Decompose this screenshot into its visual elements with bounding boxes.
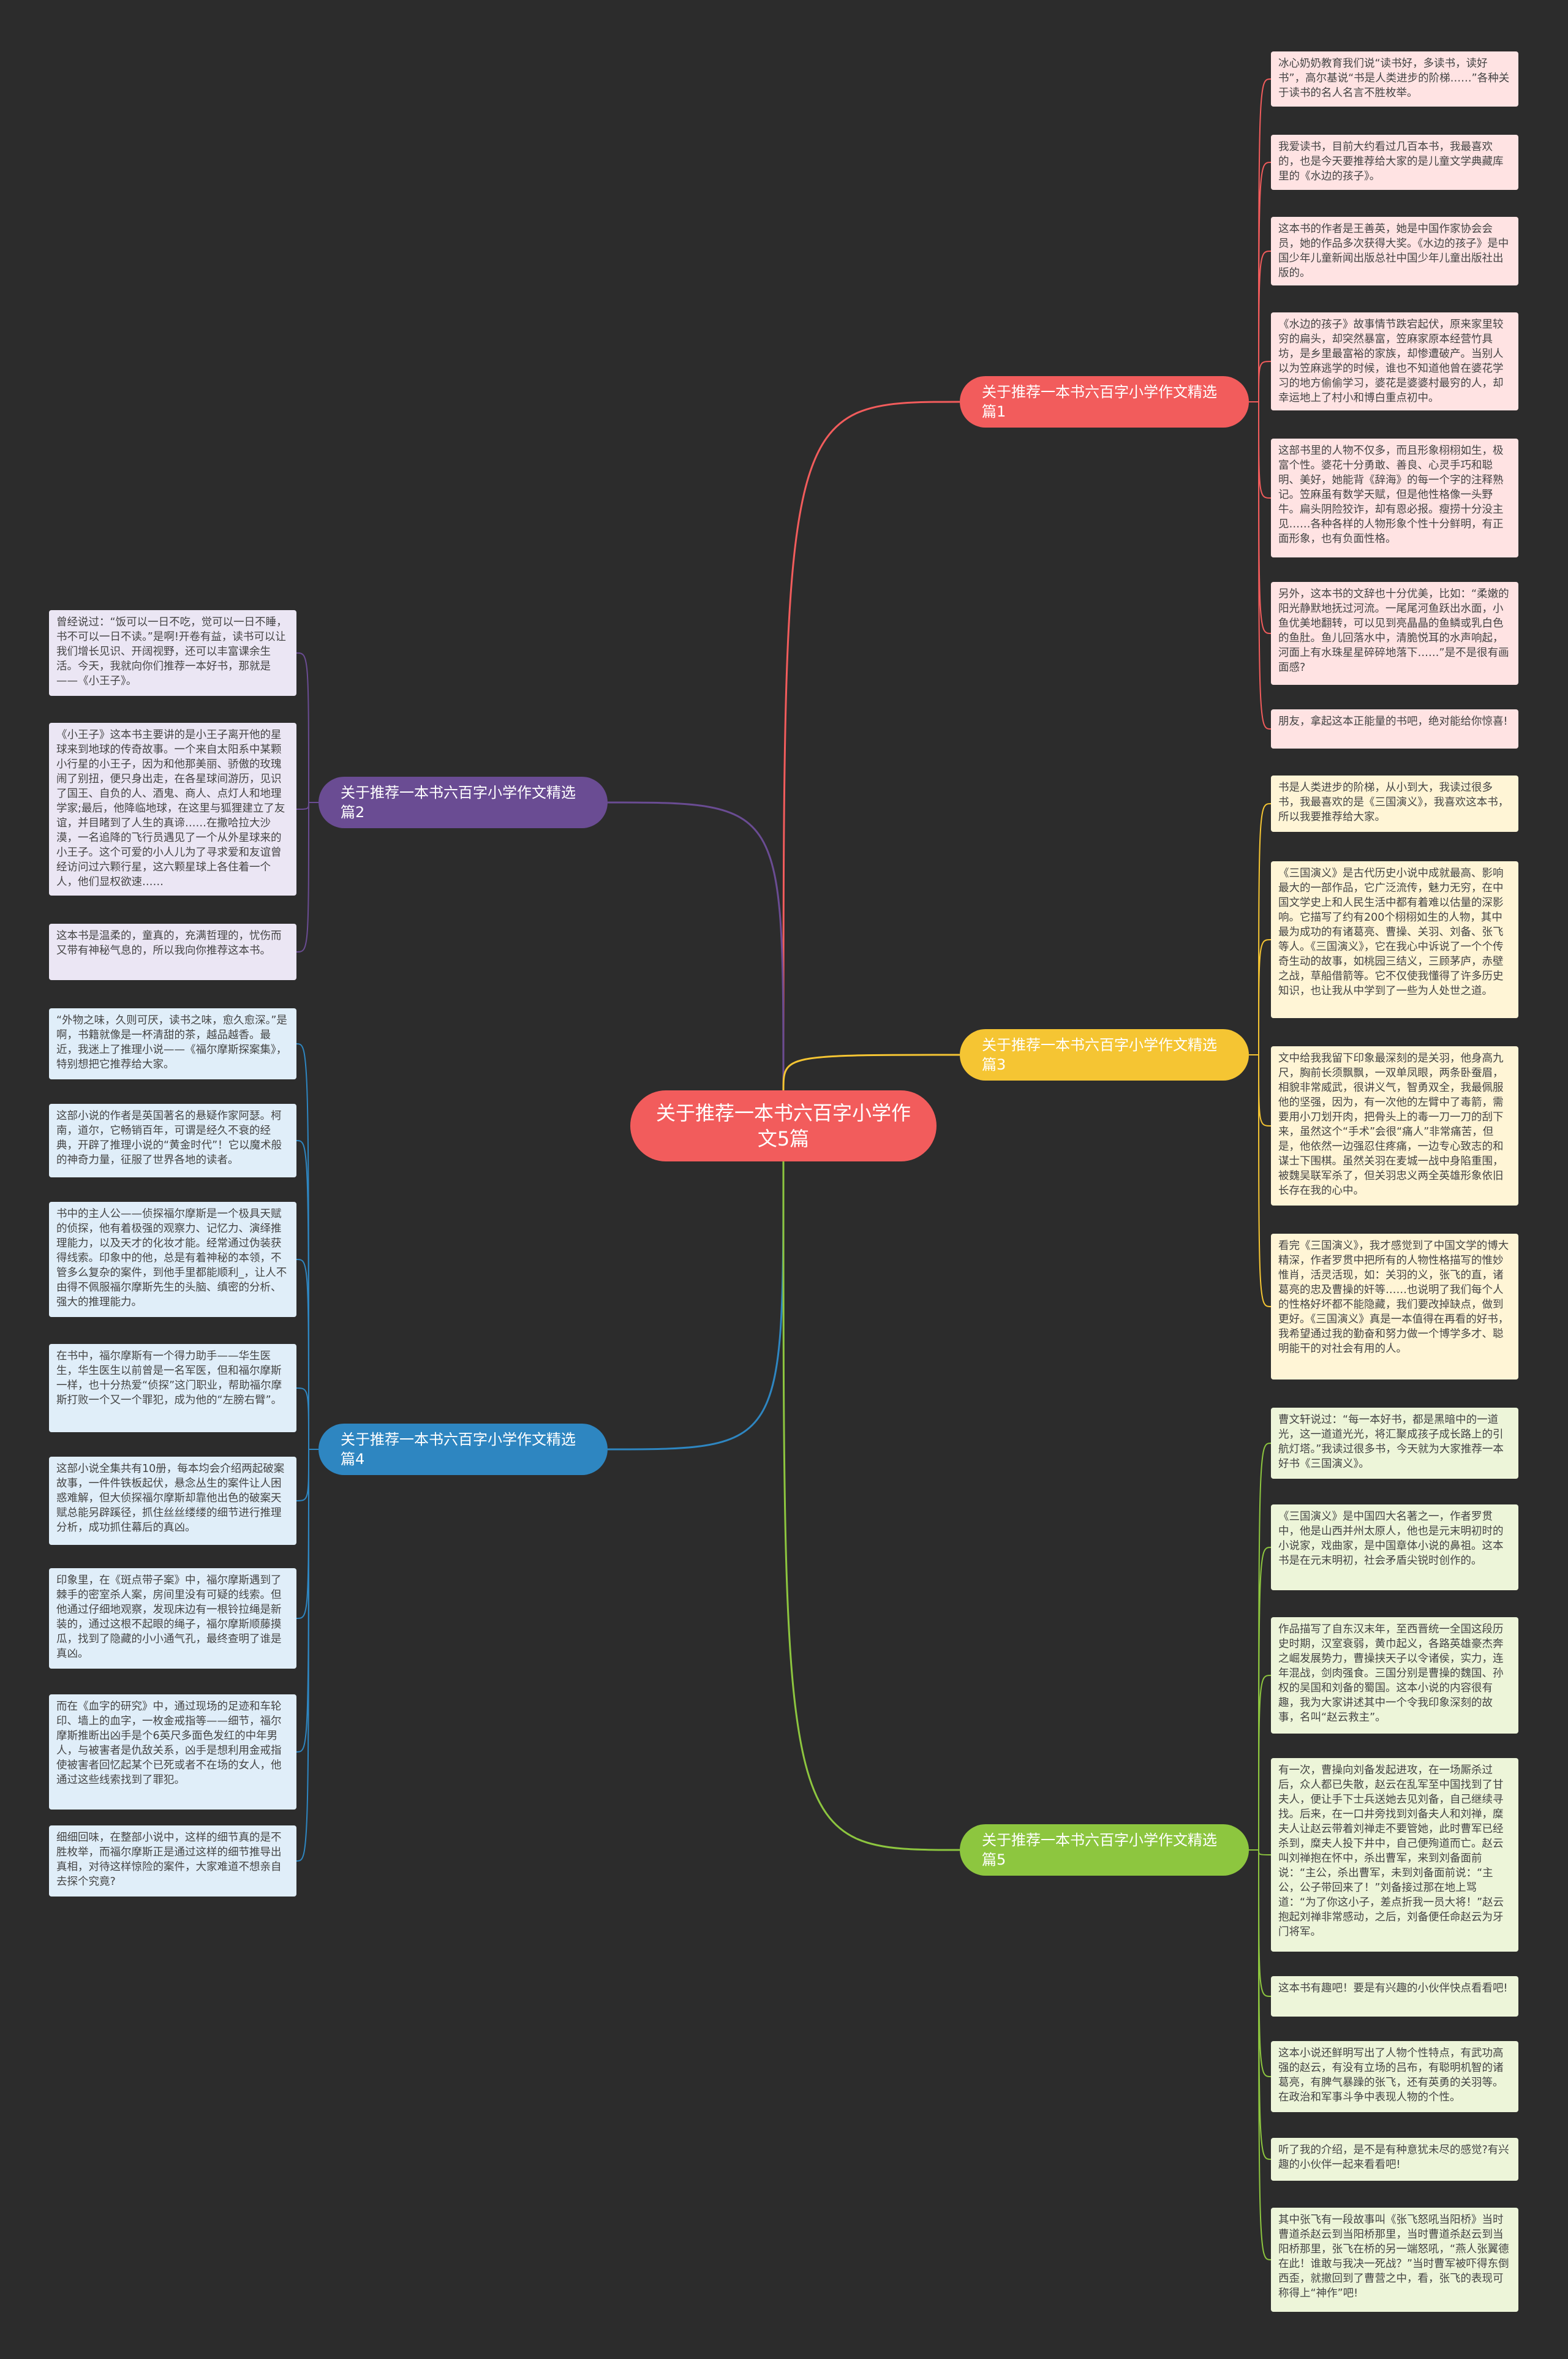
branch-4-leaf: 在书中，福尔摩斯有一个得力助手——华生医生，华生医生以前曾是一名军医，但和福尔摩… [49,1344,296,1432]
branch-5-leaf: 这本书有趣吧！要是有兴趣的小伙伴快点看看吧! [1271,1976,1518,2017]
branch-4-leaf: 而在《血字的研究》中，通过现场的足迹和车轮印、墙上的血字，一枚金戒指等——细节，… [49,1694,296,1810]
branch-2-leaf: 《小王子》这本书主要讲的是小王子离开他的星球来到地球的传奇故事。一个来自太阳系中… [49,723,296,896]
branch-4-topic[interactable]: 关于推荐一本书六百字小学作文精选篇4 [318,1424,608,1475]
leaf-connector [1249,803,1272,1055]
leaf-connector [296,1259,318,1450]
branch-4-leaf: 书中的主人公——侦探福尔摩斯是一个极具天赋的侦探，他有着极强的观察力、记忆力、演… [49,1202,296,1317]
branch-1-leaf: 另外，这本书的文辞也十分优美，比如：“柔嫩的阳光静默地抚过河流。一尾尾河鱼跃出水… [1271,582,1518,685]
leaf-connector [1249,1675,1272,1851]
branch-5-leaf: 有一次，曹操向刘备发起进攻，在一场厮杀过后，众人都已失散，赵云在乱军至中国找到了… [1271,1758,1518,1952]
branch-4-leaf: 这部小说的作者是英国著名的悬疑作家阿瑟。柯南，道尔，它畅销百年，可谓是经久不衰的… [49,1104,296,1177]
branch-3-leaf: 书是人类进步的阶梯，从小到大，我读过很多书，我最喜欢的是《三国演义》，我喜欢这本… [1271,776,1518,832]
branch-2-leaf: 这本书是温柔的，童真的，充满哲理的，忧伤而又带有神秘气息的，所以我向你推荐这本书… [49,924,296,980]
branch-1-leaf: 这部书里的人物不仅多，而且形象栩栩如生，极富个性。婆花十分勇敢、善良、心灵手巧和… [1271,439,1518,557]
branch-2-leaf: 曾经说过：“饭可以一日不吃，觉可以一日不睡，书不可以一日不读。”是啊!开卷有益，… [49,610,296,696]
branch-3-topic[interactable]: 关于推荐一本书六百字小学作文精选篇3 [960,1029,1249,1081]
branch-1-leaf: 《水边的孩子》故事情节跌宕起伏，原来家里较穷的扁头，却突然暴富，笠麻家原本经营竹… [1271,312,1518,410]
branch-5-leaf: 其中张飞有一段故事叫《张飞怒吼当阳桥》当时曹道杀赵云到当阳桥那里，当时曹道杀赵云… [1271,2208,1518,2312]
branch-2-topic[interactable]: 关于推荐一本书六百字小学作文精选篇2 [318,777,608,828]
leaf-connector [1249,401,1272,499]
leaf-connector [1249,1849,1272,1997]
branch-4-leaf: 印象里，在《斑点带子案》中，福尔摩斯遇到了棘手的密室杀人案，房间里没有可疑的线索… [49,1568,296,1669]
leaf-connector [296,1449,318,1619]
branch-1-leaf: 我爱读书，目前大约看过几百本书，我最喜欢的，也是今天要推荐给大家的是儿童文学典藏… [1271,135,1518,190]
leaf-connector [1249,401,1272,730]
branch-1-topic[interactable]: 关于推荐一本书六百字小学作文精选篇1 [960,376,1249,428]
root-topic[interactable]: 关于推荐一本书六百字小学作文5篇 [630,1090,937,1161]
branch-3-leaf: 看完《三国演义》，我才感觉到了中国文学的博大精深，作者罗贯中把所有的人物性格描写… [1271,1234,1518,1380]
leaf-connector [1249,1054,1272,1127]
branch-3-leaf: 文中给我我留下印象最深刻的是关羽，他身高九尺，胸前长须飘飘，一双单凤眼，两条卧蚕… [1271,1046,1518,1206]
branch-connector [782,1161,960,1851]
leaf-connector [1249,361,1272,402]
branch-4-leaf: 这部小说全集共有10册，每本均会介绍两起破案故事，一件件铁板起伏，悬念丛生的案件… [49,1457,296,1545]
branch-5-leaf: 这本小说还鲜明写出了人物个性特点，有武功高强的赵云，有没有立场的吕布，有聪明机智… [1271,2041,1518,2112]
leaf-connector [296,1449,318,1501]
branch-1-leaf: 朋友，拿起这本正能量的书吧，绝对能给你惊喜! [1271,709,1518,749]
branch-1-leaf: 这本书的作者是王善英，她是中国作家协会会员，她的作品多次获得大奖。《水边的孩子》… [1271,217,1518,285]
leaf-connector [1249,1443,1272,1851]
branch-5-leaf: 作品描写了自东汉末年，至西晋统一全国这段历史时期，汉室衰弱，黄巾起义，各路英雄豪… [1271,1617,1518,1734]
leaf-connector [296,802,318,810]
branch-4-leaf: “外物之味，久则可厌，读书之味，愈久愈深。”是啊，书籍就像是一杯清甜的茶，越品越… [49,1008,296,1079]
leaf-connector [296,1449,318,1862]
leaf-connector [296,652,318,803]
branch-5-leaf: 曹文轩说过：“每一本好书，都是黑暗中的一道光，这一道道光光，将汇聚成孩子成长路上… [1271,1408,1518,1479]
branch-1-leaf: 冰心奶奶教育我们说“读书好，多读书，读好书”，高尔基说“书是人类进步的阶梯……”… [1271,51,1518,107]
leaf-connector [1249,939,1272,1055]
branch-5-leaf: 《三国演义》是中国四大名著之一，作者罗贯中，他是山西并州太原人，他也是元末明初时… [1271,1504,1518,1590]
branch-connector [607,801,785,1091]
branch-3-leaf: 《三国演义》是古代历史小说中成就最高、影响最大的一部作品，它广泛流传，魅力无穷，… [1271,861,1518,1018]
branch-connector [607,1161,785,1451]
branch-5-leaf: 听了我的介绍，是不是有种意犹未尽的感觉?有兴趣的小伙伴一起来看看吧! [1271,2138,1518,2181]
leaf-connector [296,1387,318,1450]
branch-4-leaf: 细细回味，在整部小说中，这样的细节真的是不胜枚举，而福尔摩斯正是通过这样的细节推… [49,1825,296,1897]
leaf-connector [1249,1849,1272,2160]
branch-connector [782,401,960,1091]
leaf-connector [1249,401,1272,634]
leaf-connector [1249,251,1272,402]
leaf-connector [1249,1054,1272,1307]
leaf-connector [1249,1849,1272,1855]
leaf-connector [1249,1849,1272,2260]
branch-5-topic[interactable]: 关于推荐一本书六百字小学作文精选篇5 [960,1824,1249,1876]
branch-connector [782,1054,960,1091]
leaf-connector [1249,78,1272,402]
leaf-connector [296,802,318,953]
